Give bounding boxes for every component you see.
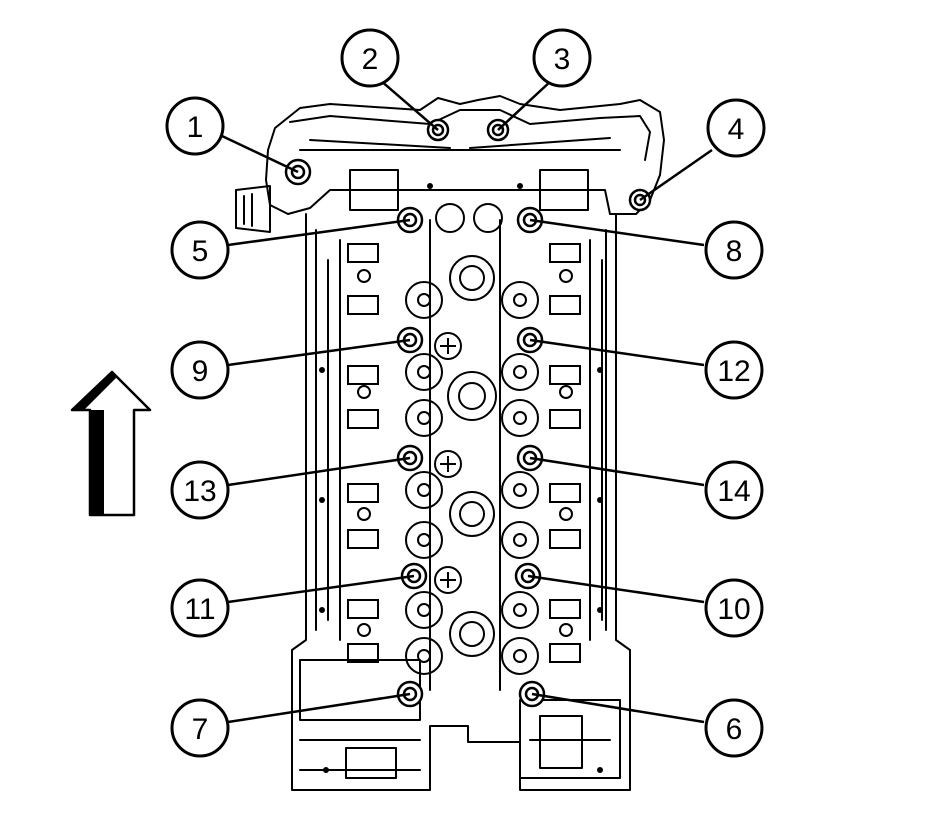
rivets: [319, 183, 603, 773]
callout-label-1: 1: [187, 111, 204, 144]
callout-10: 10: [704, 578, 764, 638]
valve-clusters: [319, 183, 603, 773]
callouts: 1 2 3 4 5 8 9 12 13 14 11 10 7 6: [165, 28, 766, 758]
head-body-outline: [291, 213, 631, 791]
callout-label-3: 3: [554, 43, 571, 76]
callout-6: 6: [704, 698, 764, 758]
leader-lines: [221, 79, 713, 724]
callout-label-4: 4: [728, 113, 745, 146]
callout-label-9: 9: [192, 355, 209, 388]
callout-2: 2: [340, 28, 400, 88]
callout-label-2: 2: [362, 43, 379, 76]
callout-12: 12: [704, 340, 764, 400]
callout-label-12: 12: [717, 355, 750, 388]
callout-9: 9: [170, 340, 230, 400]
side-bracket-left: [235, 185, 271, 233]
callout-label-11: 11: [184, 593, 215, 626]
callout-label-13: 13: [183, 475, 216, 508]
callout-7: 7: [170, 698, 230, 758]
callout-14: 14: [704, 460, 764, 520]
callout-label-5: 5: [192, 235, 209, 268]
cam-cover-outline: [265, 95, 665, 215]
callout-3: 3: [532, 28, 592, 88]
cylinder-head: [235, 95, 665, 791]
callout-11: 11: [170, 578, 230, 638]
spark-plug-bores: [447, 255, 497, 657]
callout-8: 8: [704, 220, 764, 280]
cam-bearing-caps: [434, 203, 503, 594]
callout-label-6: 6: [726, 713, 743, 746]
callout-5: 5: [170, 220, 230, 280]
left-rocker-details: [347, 243, 379, 663]
callout-13: 13: [170, 460, 230, 520]
up-arrow-icon: [70, 370, 152, 517]
callout-4: 4: [706, 98, 766, 158]
callout-1: 1: [165, 96, 225, 156]
callout-label-8: 8: [726, 235, 743, 268]
callout-label-14: 14: [717, 475, 750, 508]
right-rocker-details: [549, 243, 581, 663]
callout-label-10: 10: [717, 593, 750, 626]
callout-label-7: 7: [192, 713, 209, 746]
